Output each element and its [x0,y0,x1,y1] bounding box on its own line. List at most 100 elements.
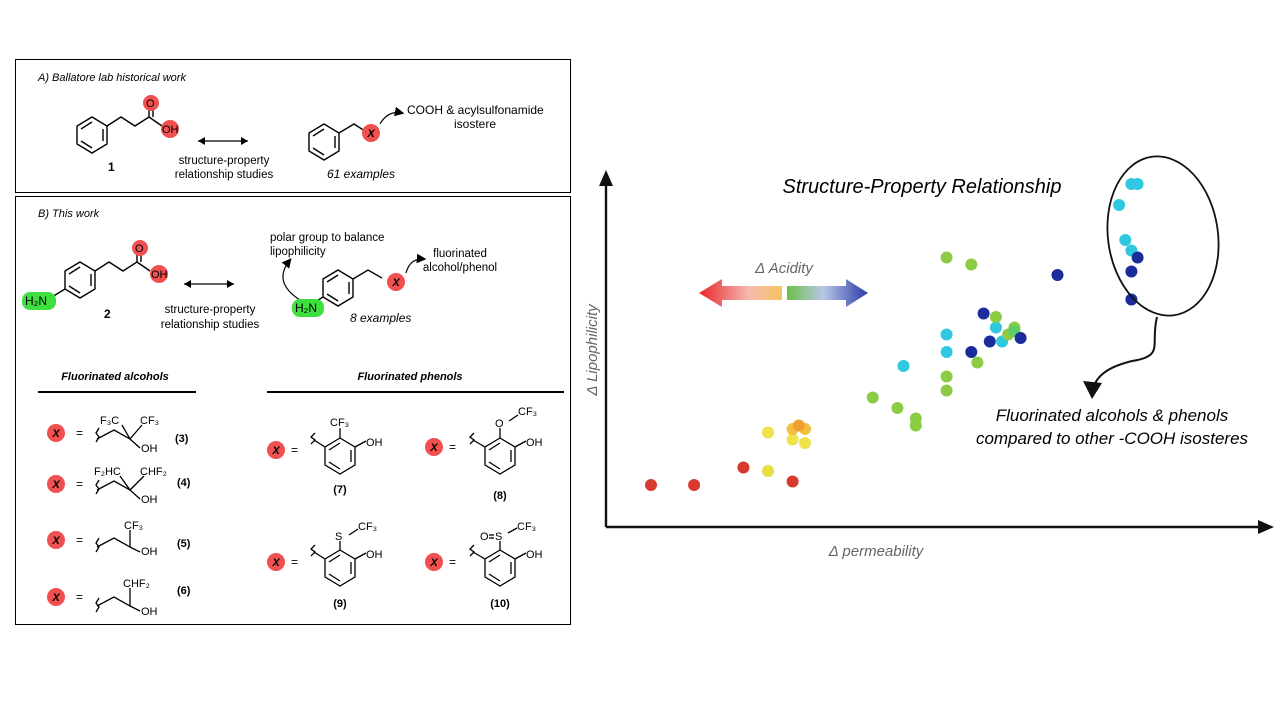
svg-text:CF₃: CF₃ [140,415,159,427]
arrow-caption-b-1: structure-property [165,304,256,316]
callout-arrowhead [1083,381,1102,399]
data-point-23 [965,346,978,358]
data-point-15 [940,384,953,397]
phenol-8: X = O CF₃ OH (8) [425,406,543,502]
data-point-4 [762,465,774,477]
highlight-ellipse [1106,155,1220,317]
fluorinated-text-1: fluorinated [433,248,487,260]
compound-1-label: 1 [108,160,115,174]
molecule-1 [76,100,163,154]
phenol-7: X = CF₃ OH (7) [267,417,383,496]
svg-text:(6): (6) [177,585,191,597]
sar-chart: Structure-Property Relationship Δ permea… [584,155,1274,560]
svg-text:CF₃: CF₃ [358,521,377,533]
svg-text:=: = [76,426,83,440]
data-point-20 [897,360,910,372]
svg-text:=: = [449,555,456,569]
svg-text:OH: OH [141,546,158,558]
svg-text:(10): (10) [490,598,510,610]
x-axis-label: Δ permeability [828,543,925,560]
svg-text:(3): (3) [175,433,189,445]
x-letter-a: X [366,128,375,140]
y-axis-label: Δ Lipophilicity [584,303,601,397]
acid-oh-atom: OH [162,124,179,136]
svg-text:(9): (9) [333,598,347,610]
double-arrow-a [198,137,248,145]
data-point-28 [989,311,1002,323]
svg-text:CHF₂: CHF₂ [123,578,150,590]
acid-o-highlight [143,95,159,111]
svg-text:=: = [291,555,298,569]
data-point-24 [977,307,990,320]
examples-b: 8 examples [350,311,411,325]
acid-o-highlight-2 [132,240,148,256]
panel-b-heading: B) This work [38,208,100,220]
acidity-label: Δ Acidity [754,260,814,277]
svg-text:F₂HC: F₂HC [94,466,121,478]
alcohols-title: Fluorinated alcohols [61,371,169,383]
data-point-11 [866,391,879,404]
alcohol-4: X = F₂HC CHF₂ OH (4) [47,466,191,506]
panel-a-heading: A) Ballatore lab historical work [37,72,186,84]
data-point-41 [1125,293,1138,306]
svg-text:CF₃: CF₃ [330,417,349,429]
svg-text:(8): (8) [493,490,507,502]
data-point-40 [1125,265,1138,278]
data-point-19 [971,356,984,369]
svg-text:CF₃: CF₃ [517,521,536,533]
svg-text:O: O [480,531,489,543]
svg-text:S: S [335,531,342,543]
svg-text:X: X [429,557,438,569]
svg-text:X: X [51,535,60,547]
phenol-9: X = S CF₃ OH (9) [267,521,383,610]
arrow-caption-b-2: relationship studies [161,319,260,331]
alcohol-3: X = F₃C CF₃ OH (3) [47,415,189,455]
panel-b: B) This work H₂N O OH 2 structure-proper… [22,208,564,618]
molecule-x-b [311,269,383,307]
svg-text:OH: OH [366,437,383,449]
callout-text-2: compared to other -COOH isosteres [976,429,1249,448]
svg-text:OH: OH [141,443,158,455]
data-point-2 [737,461,750,474]
amine-atom-b: H₂N [295,301,317,315]
data-point-33 [1051,269,1064,281]
svg-text:(5): (5) [177,538,191,550]
svg-text:=: = [291,443,298,457]
x-axis-arrowhead [1258,520,1274,534]
data-point-22 [940,328,953,341]
data-point-35 [1131,178,1144,190]
acid-oh-atom-2: OH [151,269,168,281]
data-point-9 [792,419,805,432]
examples-a: 61 examples [327,167,395,181]
svg-text:X: X [51,479,60,491]
callout-text-1: Fluorinated alcohols & phenols [996,406,1229,425]
amine-atom-2: H₂N [25,294,47,308]
svg-text:=: = [76,533,83,547]
data-point-3 [786,475,799,488]
polar-text-1: polar group to balance [270,232,384,244]
svg-text:(7): (7) [333,484,347,496]
x-letter-b: X [391,277,400,289]
polar-text-2: lipophilicity [270,246,326,258]
svg-text:X: X [271,445,280,457]
svg-text:OH: OH [141,494,158,506]
svg-text:OH: OH [526,437,543,449]
callout-arrow [1092,316,1158,389]
data-point-18 [965,258,978,271]
svg-text:X: X [51,428,60,440]
data-point-12 [891,402,904,414]
svg-text:X: X [271,557,280,569]
data-point-25 [983,335,996,348]
svg-text:(4): (4) [177,477,191,489]
svg-text:X: X [429,442,438,454]
svg-text:OH: OH [141,606,158,618]
data-point-1 [688,479,701,491]
data-point-21 [940,346,953,358]
phenol-10: X = O S CF₃ OH (10) [425,521,543,610]
isostere-text-1: COOH & acylsulfonamide [407,103,544,117]
data-point-14 [909,419,922,432]
acid-oh-highlight-2 [150,265,168,283]
compound-2-label: 2 [104,307,111,321]
svg-text:CHF₂: CHF₂ [140,466,167,478]
